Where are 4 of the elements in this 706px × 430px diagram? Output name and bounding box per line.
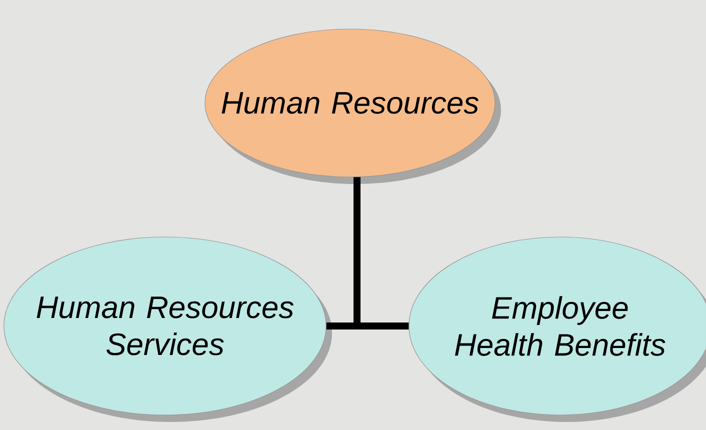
connector-line xyxy=(354,177,409,330)
ellipse-node: Employee Health Benefits xyxy=(408,236,706,422)
ellipse-node: Human Resources Services xyxy=(4,236,332,422)
ellipse-node: Human Resources xyxy=(204,28,501,184)
